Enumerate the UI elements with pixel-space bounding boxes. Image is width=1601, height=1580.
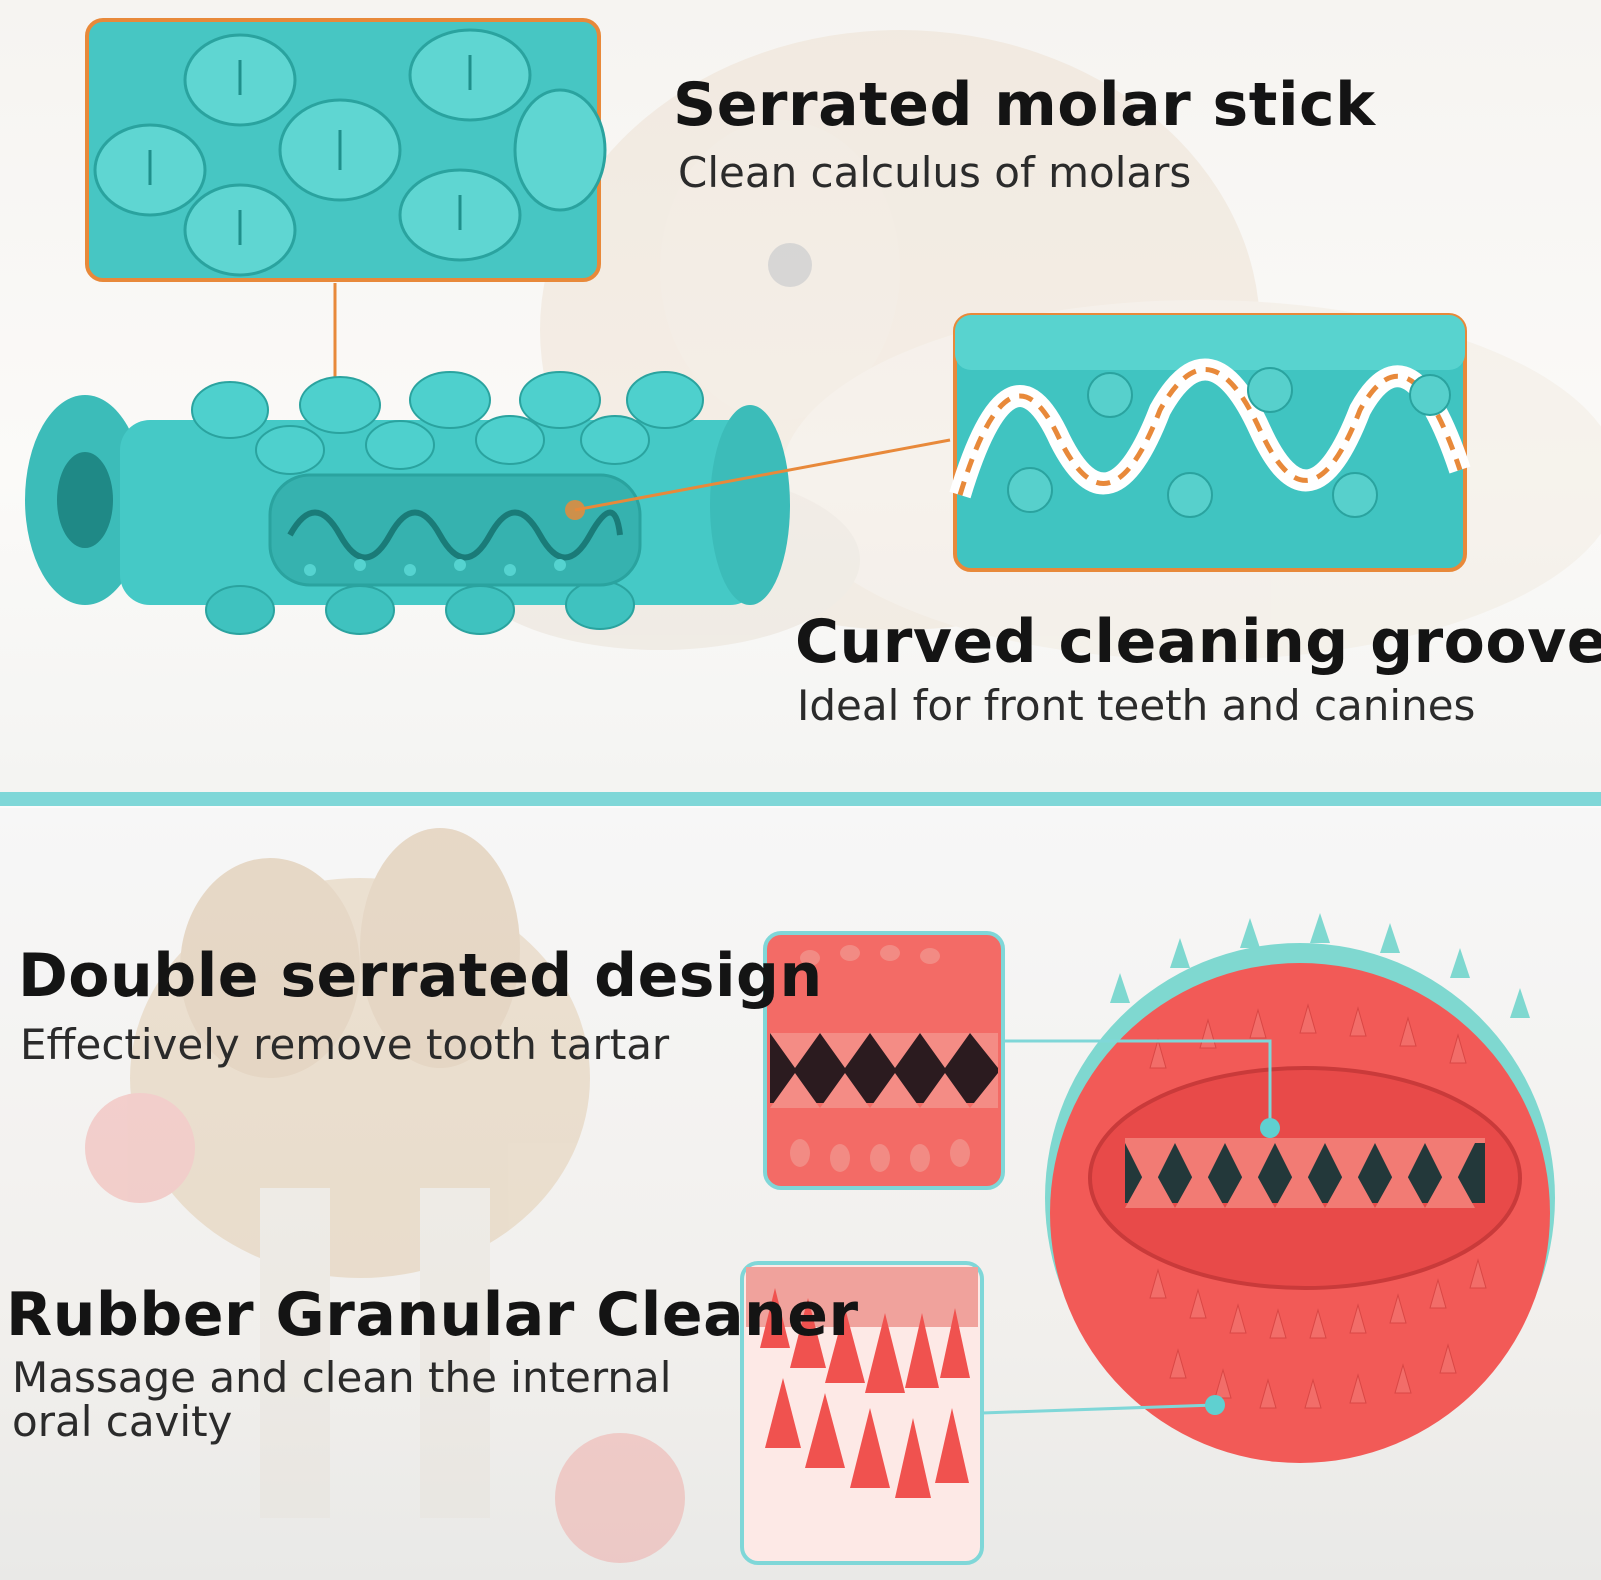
zoom-box-serrated bbox=[763, 931, 1005, 1190]
dental-stick bbox=[25, 371, 790, 635]
stick-illustration bbox=[25, 18, 1601, 660]
feature-subtitle-groove: Ideal for front teeth and canines bbox=[797, 681, 1476, 730]
top-panel: Serrated molar stick Clean calculus of m… bbox=[0, 0, 1601, 792]
faded-dog-background bbox=[85, 828, 685, 1563]
ball-illustration bbox=[85, 828, 1555, 1565]
callout-dot-granular bbox=[1205, 1395, 1225, 1415]
callout-line-granular bbox=[981, 1403, 1216, 1415]
feature-subtitle-granular: Massage and clean the internal oral cavi… bbox=[12, 1353, 672, 1446]
callout-line-groove bbox=[574, 438, 951, 512]
feature-title-granular: Rubber Granular Cleaner bbox=[6, 1280, 859, 1350]
feature-title-serrated: Double serrated design bbox=[18, 941, 823, 1011]
zoom-box-groove bbox=[949, 313, 1471, 572]
callout-dot-serrated bbox=[1260, 1118, 1280, 1138]
callout-line-serrated bbox=[1003, 1039, 1272, 1128]
feature-subtitle-molar: Clean calculus of molars bbox=[678, 148, 1192, 197]
feature-title-groove: Curved cleaning groove bbox=[795, 607, 1601, 677]
bottom-panel: Double serrated design Effectively remov… bbox=[0, 808, 1601, 1580]
dental-ball bbox=[1045, 913, 1555, 1463]
feature-title-molar: Serrated molar stick bbox=[673, 70, 1376, 140]
zoom-box-molar bbox=[85, 18, 607, 282]
section-divider bbox=[0, 792, 1601, 806]
zoom-box-granular bbox=[740, 1261, 984, 1565]
feature-subtitle-serrated: Effectively remove tooth tartar bbox=[20, 1020, 670, 1069]
